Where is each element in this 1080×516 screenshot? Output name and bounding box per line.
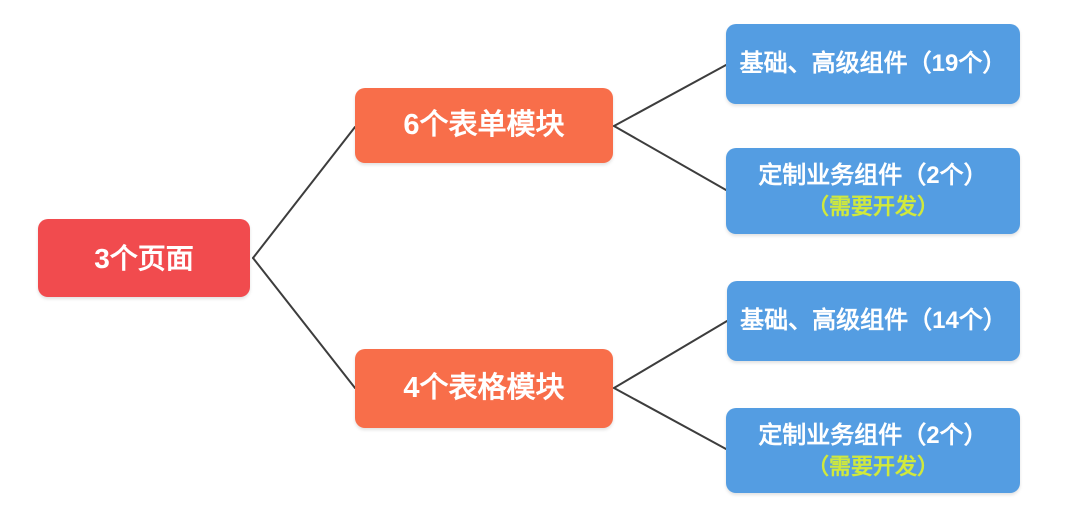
connector-branch2-leaf3 [613, 320, 728, 389]
node-branch-table-modules: 4个表格模块 [355, 349, 613, 428]
connector-branch2-leaf4 [613, 387, 727, 450]
node-leaf-note: （需要开发） [806, 453, 939, 479]
node-branch-label: 6个表单模块 [403, 109, 565, 142]
connector-branch1-leaf1 [613, 64, 727, 127]
node-leaf-title: 定制业务组件（2个） [758, 162, 988, 190]
node-branch-form-modules: 6个表单模块 [355, 88, 613, 163]
node-leaf-form-custom-components: 定制业务组件（2个） （需要开发） [726, 148, 1020, 234]
node-leaf-title: 定制业务组件（2个） [758, 421, 988, 449]
node-leaf-table-custom-components: 定制业务组件（2个） （需要开发） [726, 408, 1020, 493]
node-leaf-note: （需要开发） [806, 194, 939, 220]
connector-root-branch2 [252, 257, 356, 389]
node-root-label: 3个页面 [94, 242, 194, 274]
node-leaf-title: 基础、高级组件（14个） [740, 307, 1007, 334]
connector-branch1-leaf2 [613, 125, 727, 191]
connector-root-branch1 [252, 126, 356, 259]
node-branch-label: 4个表格模块 [403, 372, 565, 405]
node-root-pages: 3个页面 [38, 219, 250, 297]
node-leaf-table-basic-components: 基础、高级组件（14个） [727, 281, 1020, 361]
node-leaf-title: 基础、高级组件（19个） [739, 50, 1007, 77]
node-leaf-form-basic-components: 基础、高级组件（19个） [726, 24, 1020, 104]
